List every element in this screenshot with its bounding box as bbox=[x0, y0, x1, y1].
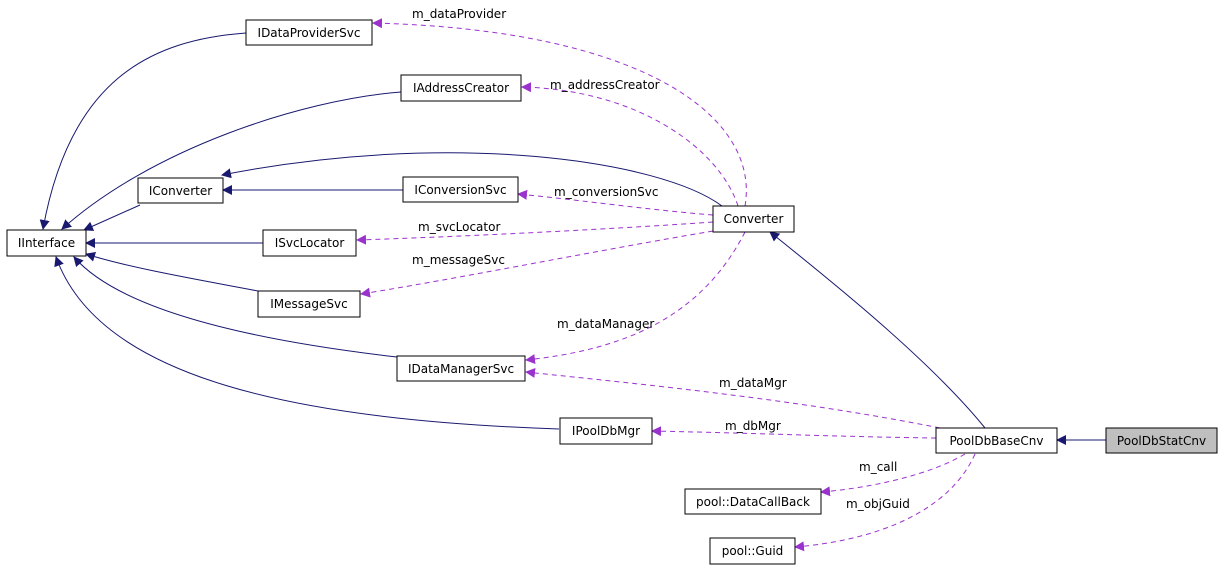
edge-iconverter-to-iinterface bbox=[83, 204, 141, 231]
edge-converter-to-iconversionsvc bbox=[517, 189, 714, 216]
edge-iaddresscreator-to-iinterface bbox=[61, 91, 402, 230]
edge-pooldbbasecnv-to-guid bbox=[794, 453, 976, 552]
node-pool-datacallback[interactable]: pool::DataCallBack bbox=[684, 488, 822, 515]
node-pool-guid[interactable]: pool::Guid bbox=[709, 537, 796, 565]
node-iconverter[interactable]: IConverter bbox=[137, 177, 224, 204]
node-pooldbbasecnv[interactable]: PoolDbBaseCnv bbox=[935, 427, 1058, 454]
edge-converter-to-iconverter bbox=[221, 152, 723, 207]
edge-label-m-call: m_call bbox=[859, 460, 897, 474]
edge-labels: m_dataProvider m_addressCreator m_conver… bbox=[412, 7, 910, 511]
edge-label-m-addresscreator: m_addressCreator bbox=[550, 78, 660, 92]
edge-pooldbbasecnv-to-converter bbox=[769, 231, 986, 429]
edge-converter-to-iaddresscreator bbox=[521, 82, 739, 207]
node-imessagesvc[interactable]: IMessageSvc bbox=[257, 290, 361, 318]
edge-converter-to-idatamanagersvc bbox=[525, 231, 746, 365]
edge-label-m-dbmgr: m_dbMgr bbox=[725, 419, 781, 433]
node-pooldbstatcnv[interactable]: PoolDbStatCnv bbox=[1105, 427, 1218, 454]
usage-edges bbox=[356, 18, 976, 552]
node-idatamanagersvc[interactable]: IDataManagerSvc bbox=[396, 355, 526, 382]
edge-label-m-datamanager: m_dataManager bbox=[557, 317, 654, 331]
edge-label-m-dataprovider: m_dataProvider bbox=[412, 7, 506, 21]
edge-imessagesvc-to-iinterface bbox=[85, 251, 259, 292]
edge-label-m-conversionsvc: m_conversionSvc bbox=[554, 185, 659, 199]
node-label-imessagesvc: IMessageSvc bbox=[270, 297, 347, 311]
edge-pooldbbasecnv-to-idatamanagersvc bbox=[525, 367, 941, 429]
node-iconversionsvc[interactable]: IConversionSvc bbox=[402, 176, 519, 203]
node-label-pool-guid: pool::Guid bbox=[722, 544, 784, 558]
node-label-idataprovidersvc: IDataProviderSvc bbox=[258, 26, 361, 40]
node-ipooldbmgr[interactable]: IPoolDbMgr bbox=[559, 417, 653, 445]
node-label-isvclocator: ISvcLocator bbox=[275, 236, 345, 250]
nodes: PoolDbStatCnv PoolDbBaseCnv Converter IC… bbox=[6, 19, 1218, 565]
node-idataprovidersvc[interactable]: IDataProviderSvc bbox=[245, 19, 373, 46]
edge-converter-to-isvclocator bbox=[356, 221, 714, 245]
node-label-pool-datacallback: pool::DataCallBack bbox=[696, 495, 810, 509]
node-iaddresscreator[interactable]: IAddressCreator bbox=[400, 74, 522, 102]
edge-idataprovidersvc-to-iinterface bbox=[39, 32, 247, 230]
node-label-converter: Converter bbox=[724, 212, 784, 226]
edge-label-m-svclocator: m_svcLocator bbox=[418, 220, 500, 234]
node-label-iinterface: IInterface bbox=[18, 236, 75, 250]
node-label-pooldbbasecnv: PoolDbBaseCnv bbox=[950, 434, 1044, 448]
edge-label-m-messagesvc: m_messageSvc bbox=[412, 253, 505, 267]
node-label-iconverter: IConverter bbox=[149, 184, 212, 198]
edge-label-m-objguid: m_objGuid bbox=[846, 497, 910, 511]
node-label-ipooldbmgr: IPoolDbMgr bbox=[572, 424, 640, 438]
node-isvclocator[interactable]: ISvcLocator bbox=[262, 229, 357, 257]
node-label-idatamanagersvc: IDataManagerSvc bbox=[408, 362, 514, 376]
node-converter[interactable]: Converter bbox=[712, 205, 795, 233]
node-iinterface[interactable]: IInterface bbox=[6, 229, 87, 257]
edge-converter-to-imessagesvc bbox=[360, 230, 714, 298]
node-label-iconversionsvc: IConversionSvc bbox=[414, 183, 506, 197]
edge-pooldbbasecnv-to-ipooldbmgr bbox=[651, 426, 937, 439]
edge-ipooldbmgr-to-iinterface bbox=[54, 256, 560, 430]
edge-label-m-datamgr: m_dataMgr bbox=[719, 376, 787, 390]
node-label-iaddresscreator: IAddressCreator bbox=[413, 81, 509, 95]
inheritance-edges bbox=[39, 32, 1106, 445]
node-label-pooldbstatcnv: PoolDbStatCnv bbox=[1117, 434, 1206, 448]
edge-converter-to-idataprovidersvc bbox=[372, 18, 747, 207]
edge-idatamanagersvc-to-iinterface bbox=[73, 256, 398, 358]
